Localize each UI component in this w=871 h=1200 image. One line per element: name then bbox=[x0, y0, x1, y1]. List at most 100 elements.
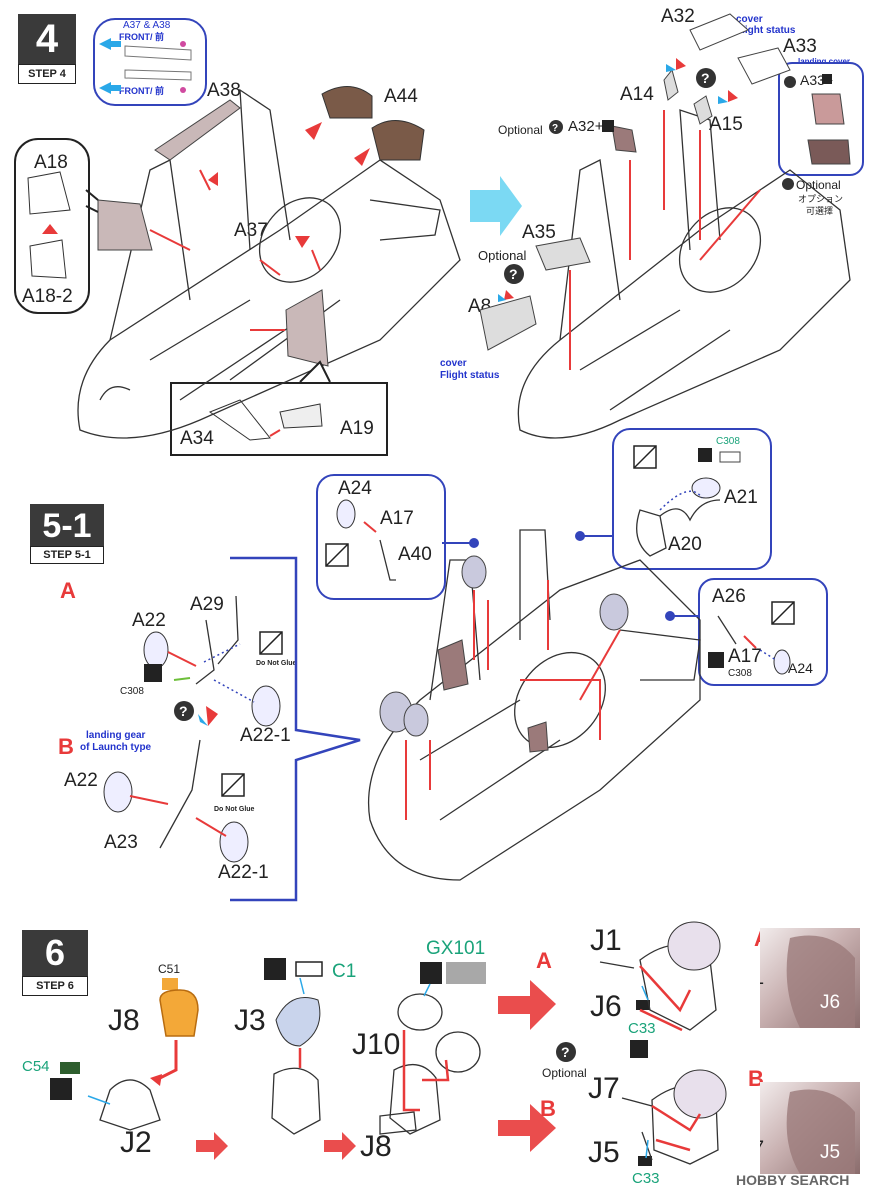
part-label-j6: J6 bbox=[590, 990, 622, 1023]
front-parts-note: A37 & A38 bbox=[123, 20, 171, 31]
part-j1-helmet bbox=[667, 921, 721, 971]
step6-variant-b: B bbox=[540, 1096, 556, 1121]
cover-note-a32: cover bbox=[736, 14, 763, 25]
optional-note-step6: Optional bbox=[542, 1066, 587, 1080]
part-label-a17-b: A17 bbox=[728, 646, 762, 667]
part-label-a24: A24 bbox=[338, 478, 372, 499]
step4-label: STEP 4 bbox=[18, 64, 76, 84]
flight-status-note-a8: Flight status bbox=[440, 370, 500, 381]
step6-number: 6 bbox=[22, 930, 88, 976]
part-label-j10: J10 bbox=[352, 1028, 401, 1061]
front-label-bottom: FRONT/ 前 bbox=[119, 86, 164, 96]
step51-variant-b: B bbox=[58, 734, 74, 759]
front-orientation-callout: A37 & A38 FRONT/ 前 FRONT/ 前 bbox=[93, 18, 207, 106]
front-arrows-diagram bbox=[99, 38, 192, 94]
part-a44-2 bbox=[371, 120, 425, 161]
part-j3-helmet bbox=[275, 997, 321, 1047]
optional-note-a33: Optional bbox=[796, 178, 841, 192]
optional-note-a35: Optional bbox=[478, 248, 527, 263]
part-label-a17: A17 bbox=[380, 508, 414, 529]
part-label-a32: A32 bbox=[661, 6, 695, 27]
part-a18 bbox=[97, 199, 153, 251]
part-label-j2: J2 bbox=[120, 1126, 152, 1159]
part-label-a29: A29 bbox=[190, 594, 224, 615]
a24-a17-a40-callout bbox=[316, 474, 446, 600]
paint-label-gx101: GX101 bbox=[426, 938, 486, 959]
paint-label-c1: C1 bbox=[332, 961, 357, 982]
flight-status-note-a32: Flight status bbox=[736, 25, 796, 36]
optional-note-cn: 可選擇 bbox=[806, 206, 834, 216]
photo-variant-b: J7 J5 bbox=[760, 1082, 860, 1174]
do-not-glue-a: Do Not Glue bbox=[256, 660, 297, 667]
optional-note-a32: Optional bbox=[498, 123, 543, 137]
part-label-a14: A14 bbox=[620, 84, 654, 105]
part-label-a21: A21 bbox=[724, 487, 758, 508]
part-a14 bbox=[663, 68, 679, 101]
paint-label-c54: C54 bbox=[22, 1058, 50, 1075]
part-a32-plus bbox=[611, 125, 637, 153]
part-j8-head bbox=[159, 989, 199, 1037]
front-label-top: FRONT/ 前 bbox=[119, 32, 164, 42]
part-label-j1: J1 bbox=[590, 924, 622, 957]
part-label-a15: A15 bbox=[709, 114, 743, 135]
photo-a-label-j6: J6 bbox=[820, 992, 841, 1013]
part-label-a35: A35 bbox=[522, 222, 556, 243]
part-label-a22-1: A22-1 bbox=[240, 725, 291, 746]
part-label-a8: A8 bbox=[468, 296, 492, 317]
watermark: HOBBY SEARCH bbox=[736, 1172, 850, 1188]
part-label-a44: A44 bbox=[384, 86, 418, 107]
do-not-glue-b: Do Not Glue bbox=[214, 806, 255, 813]
step51-label: STEP 5-1 bbox=[30, 546, 104, 564]
part-a44-1 bbox=[321, 86, 373, 119]
part-label-j8-b: J8 bbox=[360, 1130, 392, 1163]
photo-b-label-j7: J7 bbox=[760, 1138, 764, 1160]
part-label-c308-b: C308 bbox=[716, 436, 740, 447]
part-label-a18: A18 bbox=[34, 152, 68, 173]
step4-number: 4 bbox=[18, 14, 76, 64]
part-a19 bbox=[285, 289, 329, 367]
photo-b-label-j5: J5 bbox=[820, 1142, 841, 1163]
paint-label-c33: C33 bbox=[628, 1020, 656, 1037]
part-label-j5: J5 bbox=[588, 1136, 620, 1169]
landing-cover-note: landing cover bbox=[798, 57, 850, 66]
launch-note-line2: of Launch type bbox=[80, 742, 152, 753]
svg-text:?: ? bbox=[701, 70, 710, 86]
svg-text:?: ? bbox=[552, 123, 558, 134]
part-label-a24-b: A24 bbox=[788, 660, 813, 676]
part-label-a38: A38 bbox=[207, 80, 241, 101]
step51-variant-a: A bbox=[60, 578, 76, 603]
part-label-a40: A40 bbox=[398, 544, 432, 565]
paint-label-c51: C51 bbox=[158, 962, 181, 976]
part-label-a20: A20 bbox=[668, 534, 702, 555]
step4-flow-arrow bbox=[470, 176, 522, 236]
part-label-a22-b: A22 bbox=[64, 770, 98, 791]
part-label-c308-c: C308 bbox=[728, 668, 752, 679]
cover-note-a8: cover bbox=[440, 358, 467, 369]
part-label-j3: J3 bbox=[234, 1004, 266, 1037]
svg-text:?: ? bbox=[509, 266, 518, 282]
step6-photo-variant-b: B bbox=[748, 1066, 764, 1091]
part-a38 bbox=[154, 99, 241, 161]
svg-text:?: ? bbox=[561, 1044, 570, 1060]
step6-variant-a: A bbox=[536, 948, 552, 973]
part-label-c308: C308 bbox=[120, 686, 144, 697]
part-label-a18-2: A18-2 bbox=[22, 286, 73, 307]
part-label-a26: A26 bbox=[712, 586, 746, 607]
part-j7-helmet bbox=[673, 1069, 727, 1119]
part-label-j7: J7 bbox=[588, 1072, 620, 1105]
photo-a-label-j1: J1 bbox=[760, 968, 764, 990]
svg-text:?: ? bbox=[179, 703, 188, 719]
part-label-a23: A23 bbox=[104, 832, 138, 853]
part-label-a34: A34 bbox=[180, 428, 214, 449]
photo-variant-a: J1 J6 bbox=[760, 928, 860, 1028]
part-label-a33-plus: A33+ bbox=[800, 72, 834, 88]
paint-label-c33-b: C33 bbox=[632, 1170, 660, 1187]
part-label-a32-plus: A32+ bbox=[568, 118, 604, 135]
step51-number: 5-1 bbox=[30, 504, 104, 548]
part-label-a22: A22 bbox=[132, 610, 166, 631]
launch-note-line1: landing gear bbox=[86, 730, 146, 741]
part-label-a33: A33 bbox=[783, 36, 817, 57]
step6-label: STEP 6 bbox=[22, 976, 88, 996]
part-label-a19: A19 bbox=[340, 418, 374, 439]
part-label-a37: A37 bbox=[234, 220, 268, 241]
